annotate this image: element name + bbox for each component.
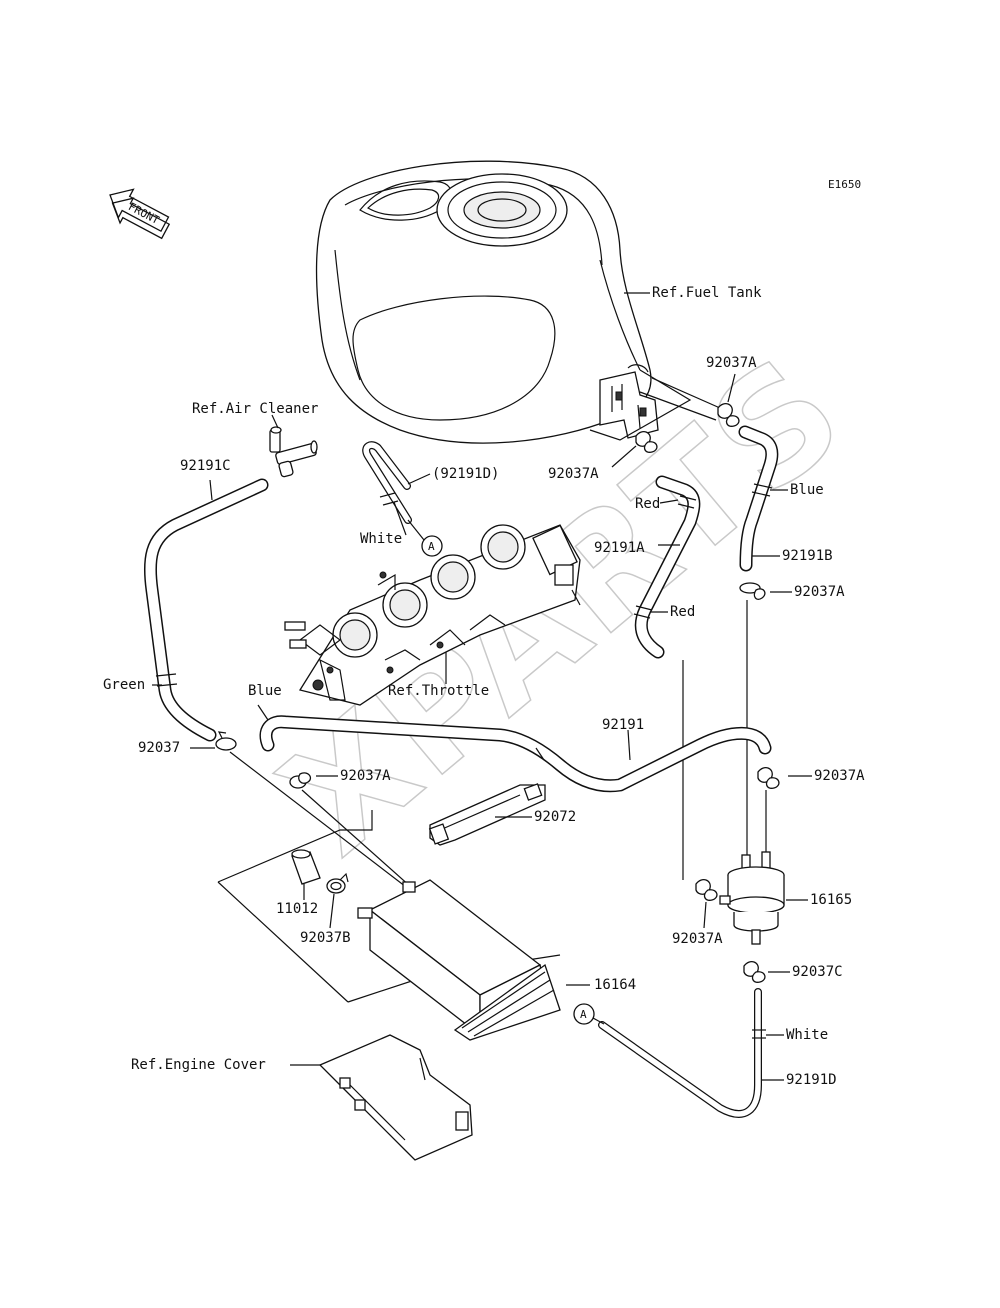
label-92191B: 92191B bbox=[782, 548, 833, 564]
label-white-bottom: White bbox=[786, 1027, 828, 1043]
clamp-92037B bbox=[326, 872, 349, 894]
label-92191D: 92191D bbox=[786, 1072, 837, 1088]
clamp-92037A-center bbox=[289, 772, 312, 789]
engine-cover bbox=[318, 1034, 473, 1161]
leader-air-cleaner bbox=[271, 414, 279, 429]
label-engine-cover: Ref.Engine Cover bbox=[131, 1057, 266, 1073]
label-blue-right: Blue bbox=[790, 482, 824, 498]
ref-a-top-text: A bbox=[428, 540, 435, 553]
label-92037: 92037 bbox=[138, 740, 180, 756]
clamp-92037 bbox=[215, 731, 237, 751]
clamp-92037C bbox=[743, 960, 766, 983]
label-red-mid: Red bbox=[670, 604, 695, 620]
label-92191: 92191 bbox=[602, 717, 644, 733]
throttle-body bbox=[284, 524, 581, 706]
fuel-tank bbox=[315, 160, 692, 444]
leader-92191C bbox=[209, 479, 213, 501]
ref-a-top bbox=[421, 535, 443, 557]
front-arrow-icon: FRONT bbox=[109, 188, 171, 240]
canister-16164 bbox=[357, 879, 561, 1041]
label-92037C: 92037C bbox=[792, 964, 843, 980]
label-air-cleaner: Ref.Air Cleaner bbox=[192, 401, 318, 417]
diagram-code: E1650 bbox=[828, 178, 861, 191]
hose-92191D bbox=[598, 988, 762, 1118]
label-16165: 16165 bbox=[810, 892, 852, 908]
label-throttle: Ref.Throttle bbox=[388, 683, 489, 699]
air-cleaner-fitting bbox=[269, 426, 318, 478]
label-11012: 11012 bbox=[276, 901, 318, 917]
label-92037A-right-mid: 92037A bbox=[794, 584, 845, 600]
label-white-top: White bbox=[360, 531, 402, 547]
clamp-92037A-lower bbox=[695, 878, 718, 901]
label-16164: 16164 bbox=[594, 977, 636, 993]
ref-a-bottom bbox=[573, 1003, 595, 1025]
label-92191D-paren: (92191D) bbox=[432, 466, 499, 482]
label-92037A-tank: 92037A bbox=[548, 466, 599, 482]
label-92191A: 92191A bbox=[594, 540, 645, 556]
label-92037A-center: 92037A bbox=[340, 768, 391, 784]
clamp-92037A-tank bbox=[635, 430, 658, 453]
clamp-92037A-right-mid bbox=[739, 582, 766, 600]
label-red-top: Red bbox=[635, 496, 660, 512]
label-92191C: 92191C bbox=[180, 458, 231, 474]
label-blue-left: Blue bbox=[248, 683, 282, 699]
band-92072 bbox=[428, 783, 546, 846]
collar-11012 bbox=[291, 849, 321, 885]
clamp-92037A-top-right bbox=[717, 402, 740, 427]
label-92037A-far-right: 92037A bbox=[814, 768, 865, 784]
label-green: Green bbox=[103, 677, 145, 693]
label-92072: 92072 bbox=[534, 809, 576, 825]
ref-a-bottom-text: A bbox=[580, 1008, 587, 1021]
label-fuel-tank: Ref.Fuel Tank bbox=[652, 285, 762, 301]
clamp-92037A-far-right bbox=[757, 766, 780, 789]
separator-16165 bbox=[719, 851, 785, 945]
label-92037B: 92037B bbox=[300, 930, 351, 946]
label-92037A-lower: 92037A bbox=[672, 931, 723, 947]
label-92037A-top-right: 92037A bbox=[706, 355, 757, 371]
